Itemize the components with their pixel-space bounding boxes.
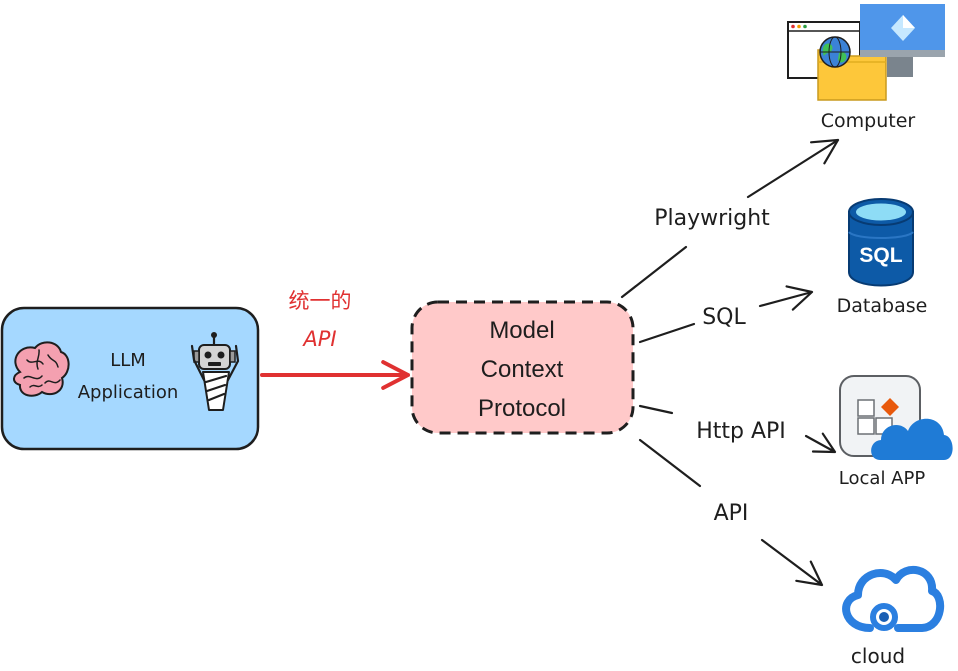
connection-http-api: Http API <box>638 404 837 454</box>
api-label: API <box>714 501 749 526</box>
cloud-node: cloud <box>842 566 945 668</box>
http-api-label: Http API <box>696 419 786 444</box>
connection-api: API <box>638 438 824 587</box>
brain-icon <box>13 341 70 397</box>
mcp-label-protocol: Protocol <box>478 395 566 422</box>
arrow-to-computer <box>746 138 840 199</box>
application-label: Application <box>78 382 179 403</box>
local-app-node: Local APP <box>839 375 953 489</box>
connection-playwright: Playwright <box>620 138 840 299</box>
cloud-icon <box>842 566 945 632</box>
arrow-to-local-app <box>804 432 837 454</box>
llm-label: LLM <box>110 350 146 371</box>
connection-line <box>638 438 702 488</box>
local-app-label: Local APP <box>839 468 926 489</box>
computer-label: Computer <box>821 110 916 132</box>
mcp-label-model: Model <box>489 317 554 344</box>
local-app-icon <box>839 375 953 460</box>
connection-line <box>620 245 688 299</box>
unified-api-label-line2: API <box>301 327 336 351</box>
database-icon: SQL <box>848 198 914 287</box>
computer-node: Computer <box>787 4 945 132</box>
unified-api-connection: 统一的 API <box>260 289 410 390</box>
connection-line <box>638 322 696 344</box>
unified-api-arrow <box>260 360 410 390</box>
llm-application-node: LLM Application <box>0 306 260 451</box>
robot-icon <box>190 332 240 411</box>
mcp-box <box>410 300 635 435</box>
mcp-node: Model Context Protocol <box>410 300 635 435</box>
sql-label: SQL <box>702 305 746 330</box>
llm-application-box <box>0 306 260 451</box>
database-node: SQL Database <box>837 198 928 317</box>
unified-api-label-line1: 统一的 <box>289 289 352 313</box>
mcp-label-context: Context <box>481 356 564 383</box>
database-label: Database <box>837 295 928 317</box>
playwright-label: Playwright <box>654 206 770 231</box>
database-icon-text: SQL <box>859 244 902 267</box>
cloud-label: cloud <box>851 644 905 668</box>
connection-line <box>638 404 674 415</box>
arrow-to-cloud <box>760 538 824 587</box>
arrow-to-database <box>758 285 814 311</box>
connection-sql: SQL <box>638 285 814 344</box>
computer-icon <box>787 4 945 101</box>
